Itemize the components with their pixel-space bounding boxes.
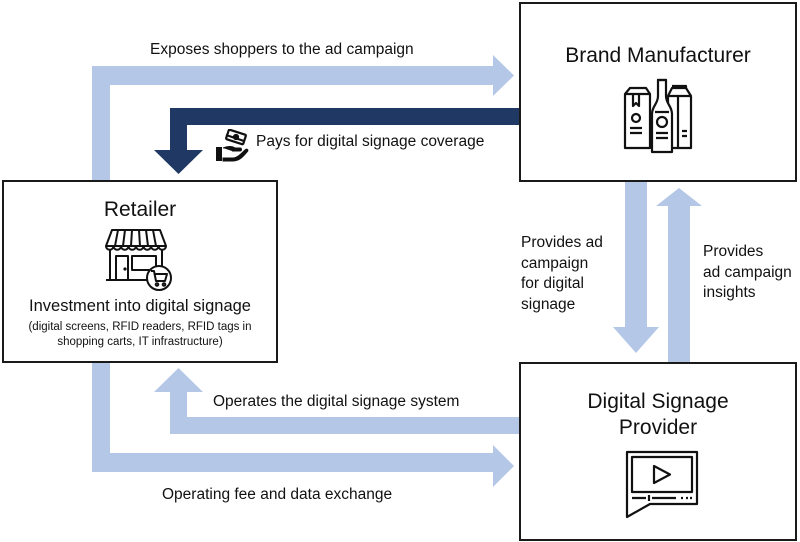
node-brand-manufacturer: Brand Manufacturer: [519, 2, 797, 182]
arrow-operating-fee: [92, 362, 514, 487]
retailer-title: Retailer: [103, 198, 177, 221]
label-provides-campaign: Provides ad campaign for digital signage: [521, 234, 603, 313]
storefront-with-cart-icon: [104, 226, 176, 297]
hand-with-money-icon: [214, 128, 250, 168]
label-provides-insights: Provides ad campaign insights: [703, 243, 792, 301]
arrow-exposes-shoppers: [92, 55, 514, 180]
arrow-provides-campaign: [613, 181, 659, 353]
label-operates-system: Operates the digital signage system: [213, 393, 460, 410]
label-operating-fee: Operating fee and data exchange: [162, 486, 393, 503]
label-exposes-shoppers: Exposes shoppers to the ad campaign: [150, 41, 414, 58]
node-retailer: Retailer Investment into digital signage…: [2, 180, 278, 363]
arrow-operates-system: [154, 368, 519, 434]
arrow-provides-insights: [656, 188, 702, 362]
retailer-investment-detail: (digital screens, RFID readers, RFID tag…: [28, 321, 252, 348]
bottles-and-cartons-icon: [622, 76, 694, 159]
label-pays-coverage: Pays for digital signage coverage: [256, 133, 485, 150]
video-screen-icon: [624, 449, 700, 526]
arrow-pays-coverage: [154, 108, 519, 174]
retailer-investment-title: Investment into digital signage: [29, 297, 251, 315]
brand-manufacturer-title: Brand Manufacturer: [565, 44, 751, 67]
node-digital-signage-provider: Digital Signage Provider: [519, 362, 797, 541]
digital-signage-provider-title: Digital Signage Provider: [587, 390, 729, 439]
